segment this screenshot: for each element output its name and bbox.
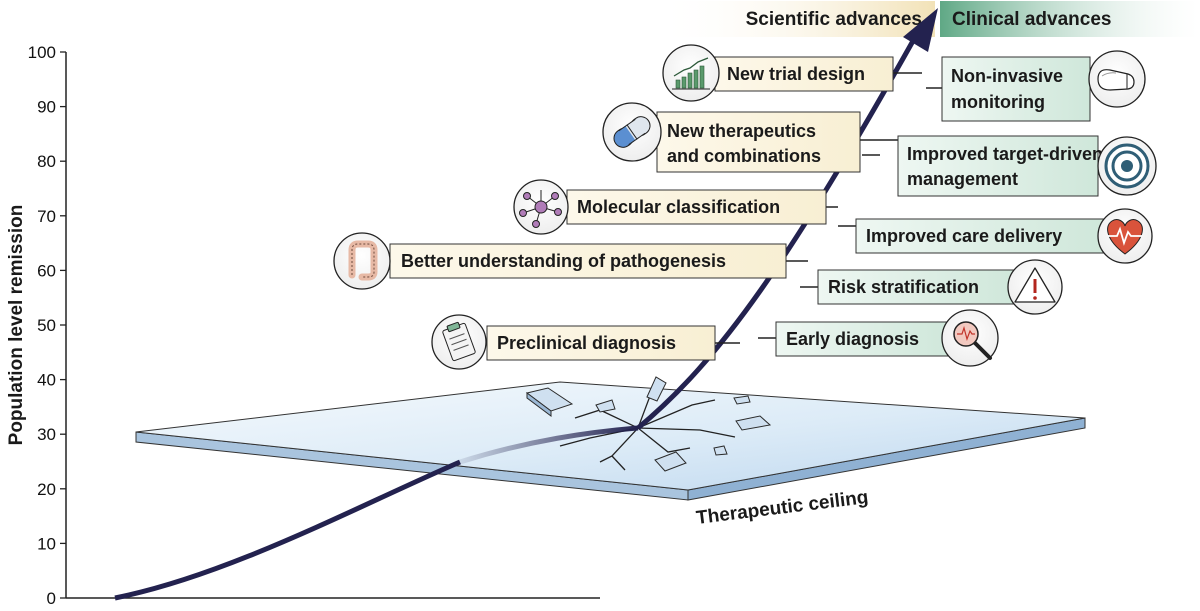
header-scientific-label: Scientific advances xyxy=(746,9,922,30)
therapeutic-ceiling: Therapeutic ceiling xyxy=(135,376,1086,529)
scientific-item-label-line-1: New therapeutics xyxy=(667,121,816,141)
warning-icon xyxy=(1007,259,1063,315)
capsule-icon xyxy=(602,102,662,162)
colon-icon xyxy=(333,232,391,290)
clinical-item-non-invasive-monitoring: Non-invasive monitoring xyxy=(941,56,1091,122)
y-axis-tick-label: 80 xyxy=(37,152,56,171)
arrow-lower xyxy=(114,459,461,601)
scientific-item-label-line-2: and combinations xyxy=(667,146,821,166)
y-axis-tick-label: 20 xyxy=(37,480,56,499)
y-axis-tick-label: 100 xyxy=(28,43,56,62)
y-axis-tick-label: 10 xyxy=(37,534,56,553)
clinical-item-label-line-1: Improved target-driven xyxy=(907,144,1103,164)
target-icon xyxy=(1097,136,1157,196)
clinical-item-risk-stratification: Risk stratification xyxy=(817,269,1017,305)
y-axis: 0 10 20 30 40 50 60 70 80 90 100 Population level … xyxy=(6,43,600,608)
header-clinical: Clinical advances xyxy=(940,1,1198,37)
y-axis-tick-label: 0 xyxy=(47,589,56,606)
clinical-item-label-line-1: Non-invasive xyxy=(951,66,1063,86)
scientific-item-preclinical-diagnosis: Preclinical diagnosis xyxy=(486,325,716,361)
y-axis-tick-label: 60 xyxy=(37,261,56,280)
clinical-item-target-driven-management: Improved target-driven management xyxy=(897,135,1103,197)
scientific-item-molecular-classification: Molecular classification xyxy=(566,189,827,225)
clinical-item-label: Risk stratification xyxy=(828,277,979,297)
arrow-head xyxy=(903,8,938,52)
progress-arrow xyxy=(114,8,938,601)
scientific-item-label: Better understanding of pathogenesis xyxy=(401,251,726,271)
y-axis-label: Population level remission xyxy=(6,205,27,446)
scientific-item-pathogenesis: Better understanding of pathogenesis xyxy=(389,243,787,279)
clinical-item-label-line-2: management xyxy=(907,169,1018,189)
clinical-item-label: Early diagnosis xyxy=(786,329,919,349)
scientific-item-new-therapeutics: New therapeutics and combinations xyxy=(656,111,861,173)
magnifier-icon xyxy=(941,309,999,367)
scientific-item-new-trial-design: New trial design xyxy=(714,56,894,92)
clipboard-icon xyxy=(431,314,487,370)
arrow-through-glass xyxy=(459,425,639,465)
bar-chart-icon xyxy=(662,44,720,102)
arrow-upper xyxy=(636,30,921,430)
y-axis-tick-label: 70 xyxy=(37,207,56,226)
header-clinical-label: Clinical advances xyxy=(952,9,1111,30)
clinical-item-label-line-2: monitoring xyxy=(951,92,1045,112)
y-axis-tick-label: 50 xyxy=(37,316,56,335)
scientific-item-label: Preclinical diagnosis xyxy=(497,333,676,353)
heart-icon xyxy=(1097,208,1153,264)
clinical-item-early-diagnosis: Early diagnosis xyxy=(775,321,953,357)
scientific-item-label: Molecular classification xyxy=(577,197,780,217)
y-axis-tick-label: 40 xyxy=(37,371,56,390)
y-axis-tick-label: 90 xyxy=(37,98,56,117)
glass-shards xyxy=(525,376,772,472)
scientific-item-label: New trial design xyxy=(727,64,865,84)
clinical-item-care-delivery: Improved care delivery xyxy=(855,218,1105,254)
y-axis-tick-label: 30 xyxy=(37,425,56,444)
header-scientific: Scientific advances xyxy=(655,1,935,37)
clinical-item-label: Improved care delivery xyxy=(866,226,1062,246)
ultrasound-probe-icon xyxy=(1088,50,1146,108)
molecule-icon xyxy=(513,179,569,235)
